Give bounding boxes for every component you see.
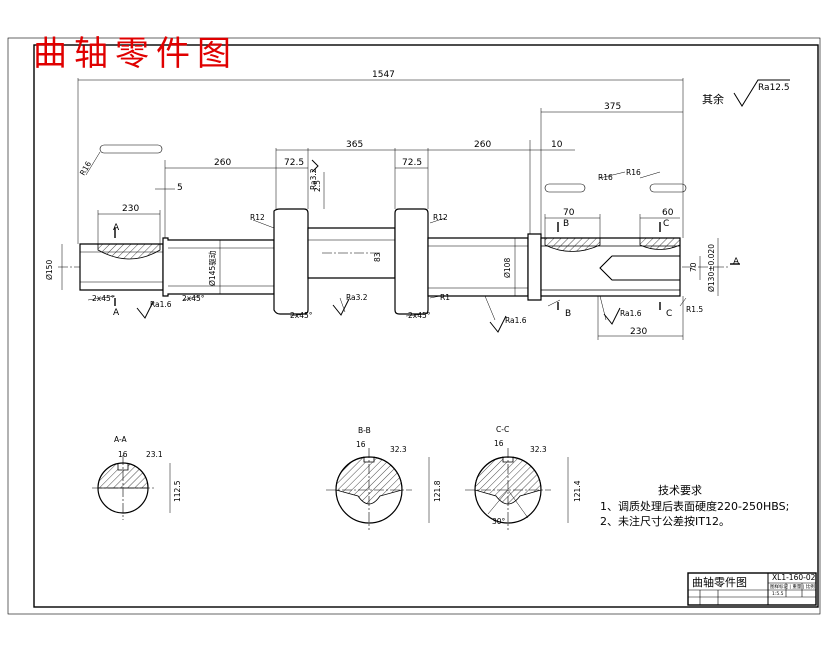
dia-bore: 70	[689, 262, 698, 272]
chamfer-4: 2x45°	[408, 311, 431, 320]
dim-right-journal: 260	[474, 140, 491, 150]
dia-mid: Ø145驱动	[207, 250, 217, 286]
dim-right-key-b: 60	[662, 208, 674, 218]
dia-right-tol: Ø130±0.020	[707, 244, 716, 292]
tech-requirements-heading: 技术要求	[658, 484, 702, 497]
section-c-name: C-C	[496, 425, 509, 434]
section-a-depth: 23.1	[146, 450, 163, 459]
roughness-note-label: 其余	[702, 92, 724, 106]
tech-requirement-2: 2、未注尺寸公差按IT12。	[600, 514, 730, 528]
dim-left-journal: 260	[214, 158, 231, 168]
section-a-height: 112.5	[173, 480, 182, 502]
section-b-name: B-B	[358, 426, 371, 435]
title-block-row3: 1:5.5	[772, 591, 784, 597]
section-a-name: A-A	[114, 435, 128, 444]
tech-requirement-1: 1、调质处理后表面硬度220-250HBS;	[600, 499, 789, 513]
roughness-ra1: Ra1.6	[150, 300, 172, 309]
dim-right-bottom: 230	[630, 327, 647, 337]
radius-web1: R12	[250, 213, 265, 222]
title-block-row2: 图样标记 | 重量 | 比例	[770, 583, 815, 590]
dim-web-left: 72.5	[284, 158, 304, 168]
outer-border	[7, 37, 821, 615]
section-label-c2: C	[666, 309, 672, 319]
radius-web2: R12	[433, 213, 448, 222]
dia-left: Ø150	[45, 260, 54, 280]
page-title-overlay: 曲轴零件图	[33, 34, 238, 74]
section-view-c: C-C 16 32.3 121.4 30°	[465, 425, 582, 530]
radius-right: R1.5	[686, 305, 703, 314]
dim-overall-length: 1547	[372, 70, 395, 80]
dim-left-key-len: 230	[122, 204, 139, 214]
dia-right: Ø108	[503, 258, 512, 278]
dim-crank-span: 365	[346, 140, 363, 150]
dim-web-right: 72.5	[402, 158, 422, 168]
section-c-key: 16	[494, 439, 504, 448]
dimension-lines	[61, 78, 740, 340]
section-label-b2: B	[565, 309, 571, 319]
section-c-height: 121.4	[573, 480, 582, 502]
section-view-a: A-A 16 23.1 112.5	[92, 435, 182, 520]
section-label-a2: A	[113, 308, 120, 318]
roughness-ra3: Ra1.6	[505, 316, 527, 325]
section-b-depth: 32.3	[390, 445, 407, 454]
section-b-height: 121.8	[433, 480, 442, 502]
section-c-depth: 32.3	[530, 445, 547, 454]
dim-shoulder: 5	[177, 183, 183, 193]
section-b-key: 16	[356, 440, 366, 449]
title-block: 曲轴零件图 XL1-160-02 图样标记 | 重量 | 比例 1:5.5	[687, 572, 817, 606]
radius-key2: R16	[626, 168, 641, 177]
chamfer-2: 2x45°	[182, 294, 205, 303]
section-c-angle: 30°	[492, 517, 506, 526]
title-block-name: 曲轴零件图	[692, 575, 747, 589]
roughness-note-value: Ra12.5	[758, 83, 790, 93]
dim-right-key-a: 70	[563, 208, 575, 218]
radius-bottom: R1	[440, 293, 450, 302]
section-a-key: 16	[118, 450, 128, 459]
shaft-body	[79, 208, 681, 315]
dim-crank-offset: 83	[373, 252, 382, 262]
roughness-ra4: Ra1.6	[620, 309, 642, 318]
dim-right-section: 375	[604, 102, 621, 112]
dim-right-small: 10	[551, 140, 563, 150]
radius-left: R16	[78, 160, 93, 177]
roughness-ra2: Ra3.2	[346, 293, 368, 302]
roughness-symbol-icon	[733, 79, 790, 107]
chamfer-1: 2x45°	[92, 294, 115, 303]
section-label-c: C	[663, 219, 669, 229]
section-label-a: A	[113, 223, 120, 233]
dim-web-height: 2.5	[313, 180, 322, 192]
section-label-b: B	[563, 219, 569, 229]
chamfer-3: 2x45°	[290, 311, 313, 320]
section-label-a3: A	[733, 257, 740, 267]
inner-border	[33, 44, 819, 608]
roughness-ra5: Ra3.2	[309, 168, 318, 190]
radius-key: R16	[598, 173, 613, 182]
section-view-b: B-B 16 32.3 121.8	[326, 426, 442, 530]
title-block-drawing-no: XL1-160-02	[772, 573, 816, 582]
